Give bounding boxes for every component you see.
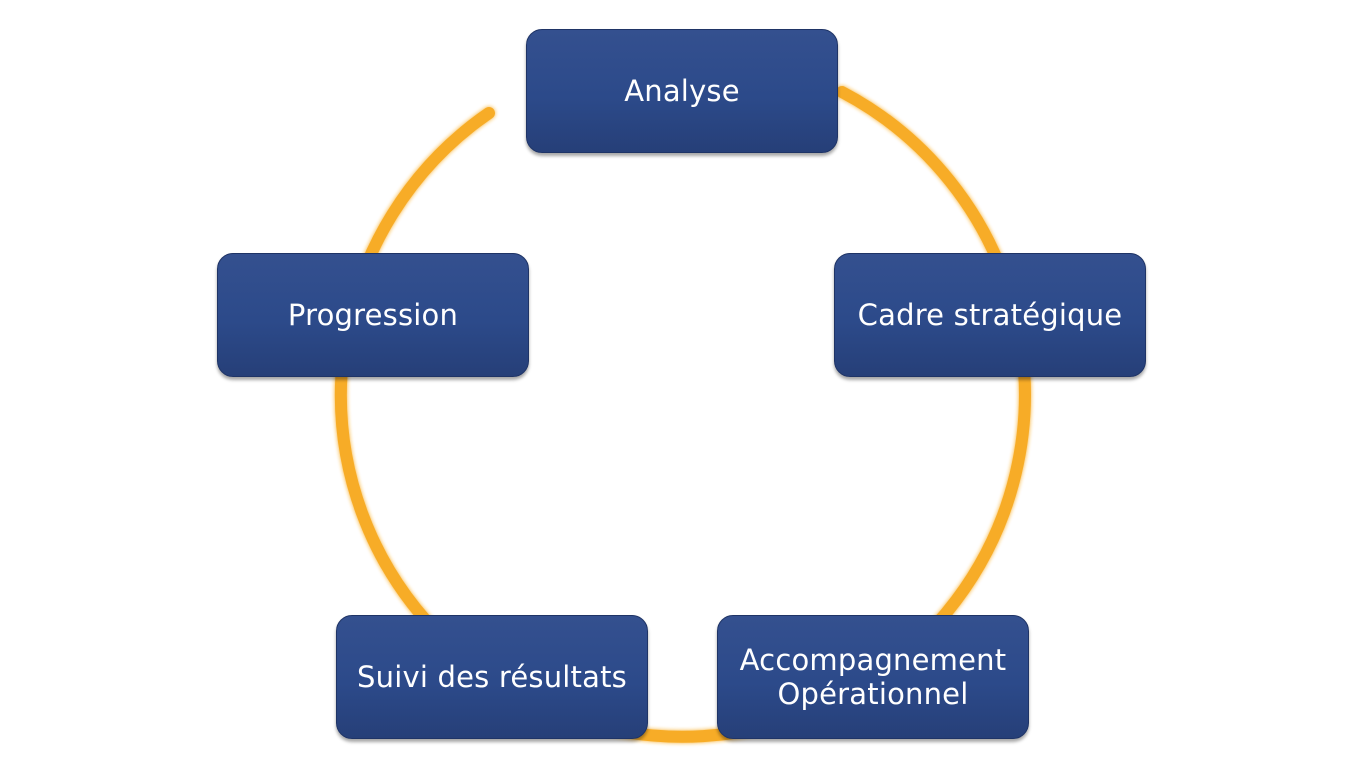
step-accompagnement-line-1: Accompagnement [739, 643, 1007, 677]
step-accompagnement-line-2: Opérationnel [777, 677, 969, 711]
step-analyse: Analyse [526, 29, 838, 153]
step-progression: Progression [217, 253, 529, 377]
step-suivi-des-resultats-label: Suivi des résultats [357, 660, 627, 694]
step-analyse-label: Analyse [624, 74, 740, 108]
step-cadre-strategique: Cadre stratégique [834, 253, 1146, 377]
step-progression-label: Progression [287, 298, 459, 332]
step-accompagnement-operationnel: Accompagnement Opérationnel [717, 615, 1029, 739]
step-accompagnement-operationnel-label: Accompagnement Opérationnel [740, 643, 1007, 711]
step-suivi-des-resultats: Suivi des résultats [336, 615, 648, 739]
step-cadre-strategique-label: Cadre stratégique [857, 298, 1123, 332]
